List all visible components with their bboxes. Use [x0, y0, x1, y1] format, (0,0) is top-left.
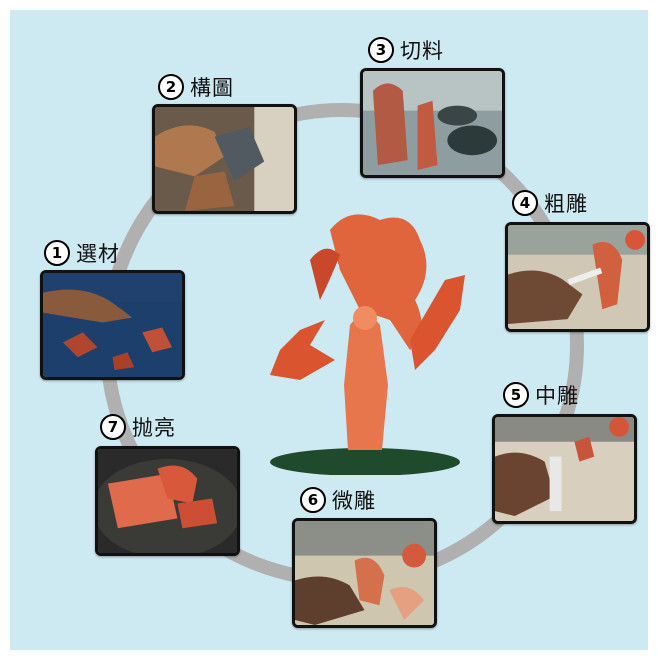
step-title: 構圖	[190, 72, 234, 102]
step-title: 微雕	[332, 485, 376, 515]
step-title: 選材	[76, 238, 120, 268]
step-number: 5	[503, 382, 529, 408]
step-title: 中雕	[535, 380, 579, 410]
step-7-photo	[95, 446, 240, 556]
step-2-photo	[152, 104, 297, 214]
step-number: 7	[100, 414, 126, 440]
step-title: 抛亮	[132, 412, 176, 442]
step-number: 1	[44, 240, 70, 266]
step-number: 2	[158, 74, 184, 100]
step-4-photo	[505, 222, 650, 332]
step-title: 粗雕	[544, 188, 588, 218]
step-number: 4	[512, 190, 538, 216]
step-1-photo	[40, 270, 185, 380]
coral-carving-image	[240, 200, 480, 475]
step-4-label: 4 粗雕	[512, 188, 588, 218]
step-number: 6	[300, 487, 326, 513]
step-6-photo	[292, 518, 437, 628]
step-3-photo	[360, 68, 505, 178]
step-3-label: 3 切料	[368, 35, 444, 65]
step-7-label: 7 抛亮	[100, 412, 176, 442]
step-1-label: 1 選材	[44, 238, 120, 268]
step-5-photo	[492, 414, 637, 524]
step-2-label: 2 構圖	[158, 72, 234, 102]
step-5-label: 5 中雕	[503, 380, 579, 410]
step-6-label: 6 微雕	[300, 485, 376, 515]
step-number: 3	[368, 37, 394, 63]
step-title: 切料	[400, 35, 444, 65]
